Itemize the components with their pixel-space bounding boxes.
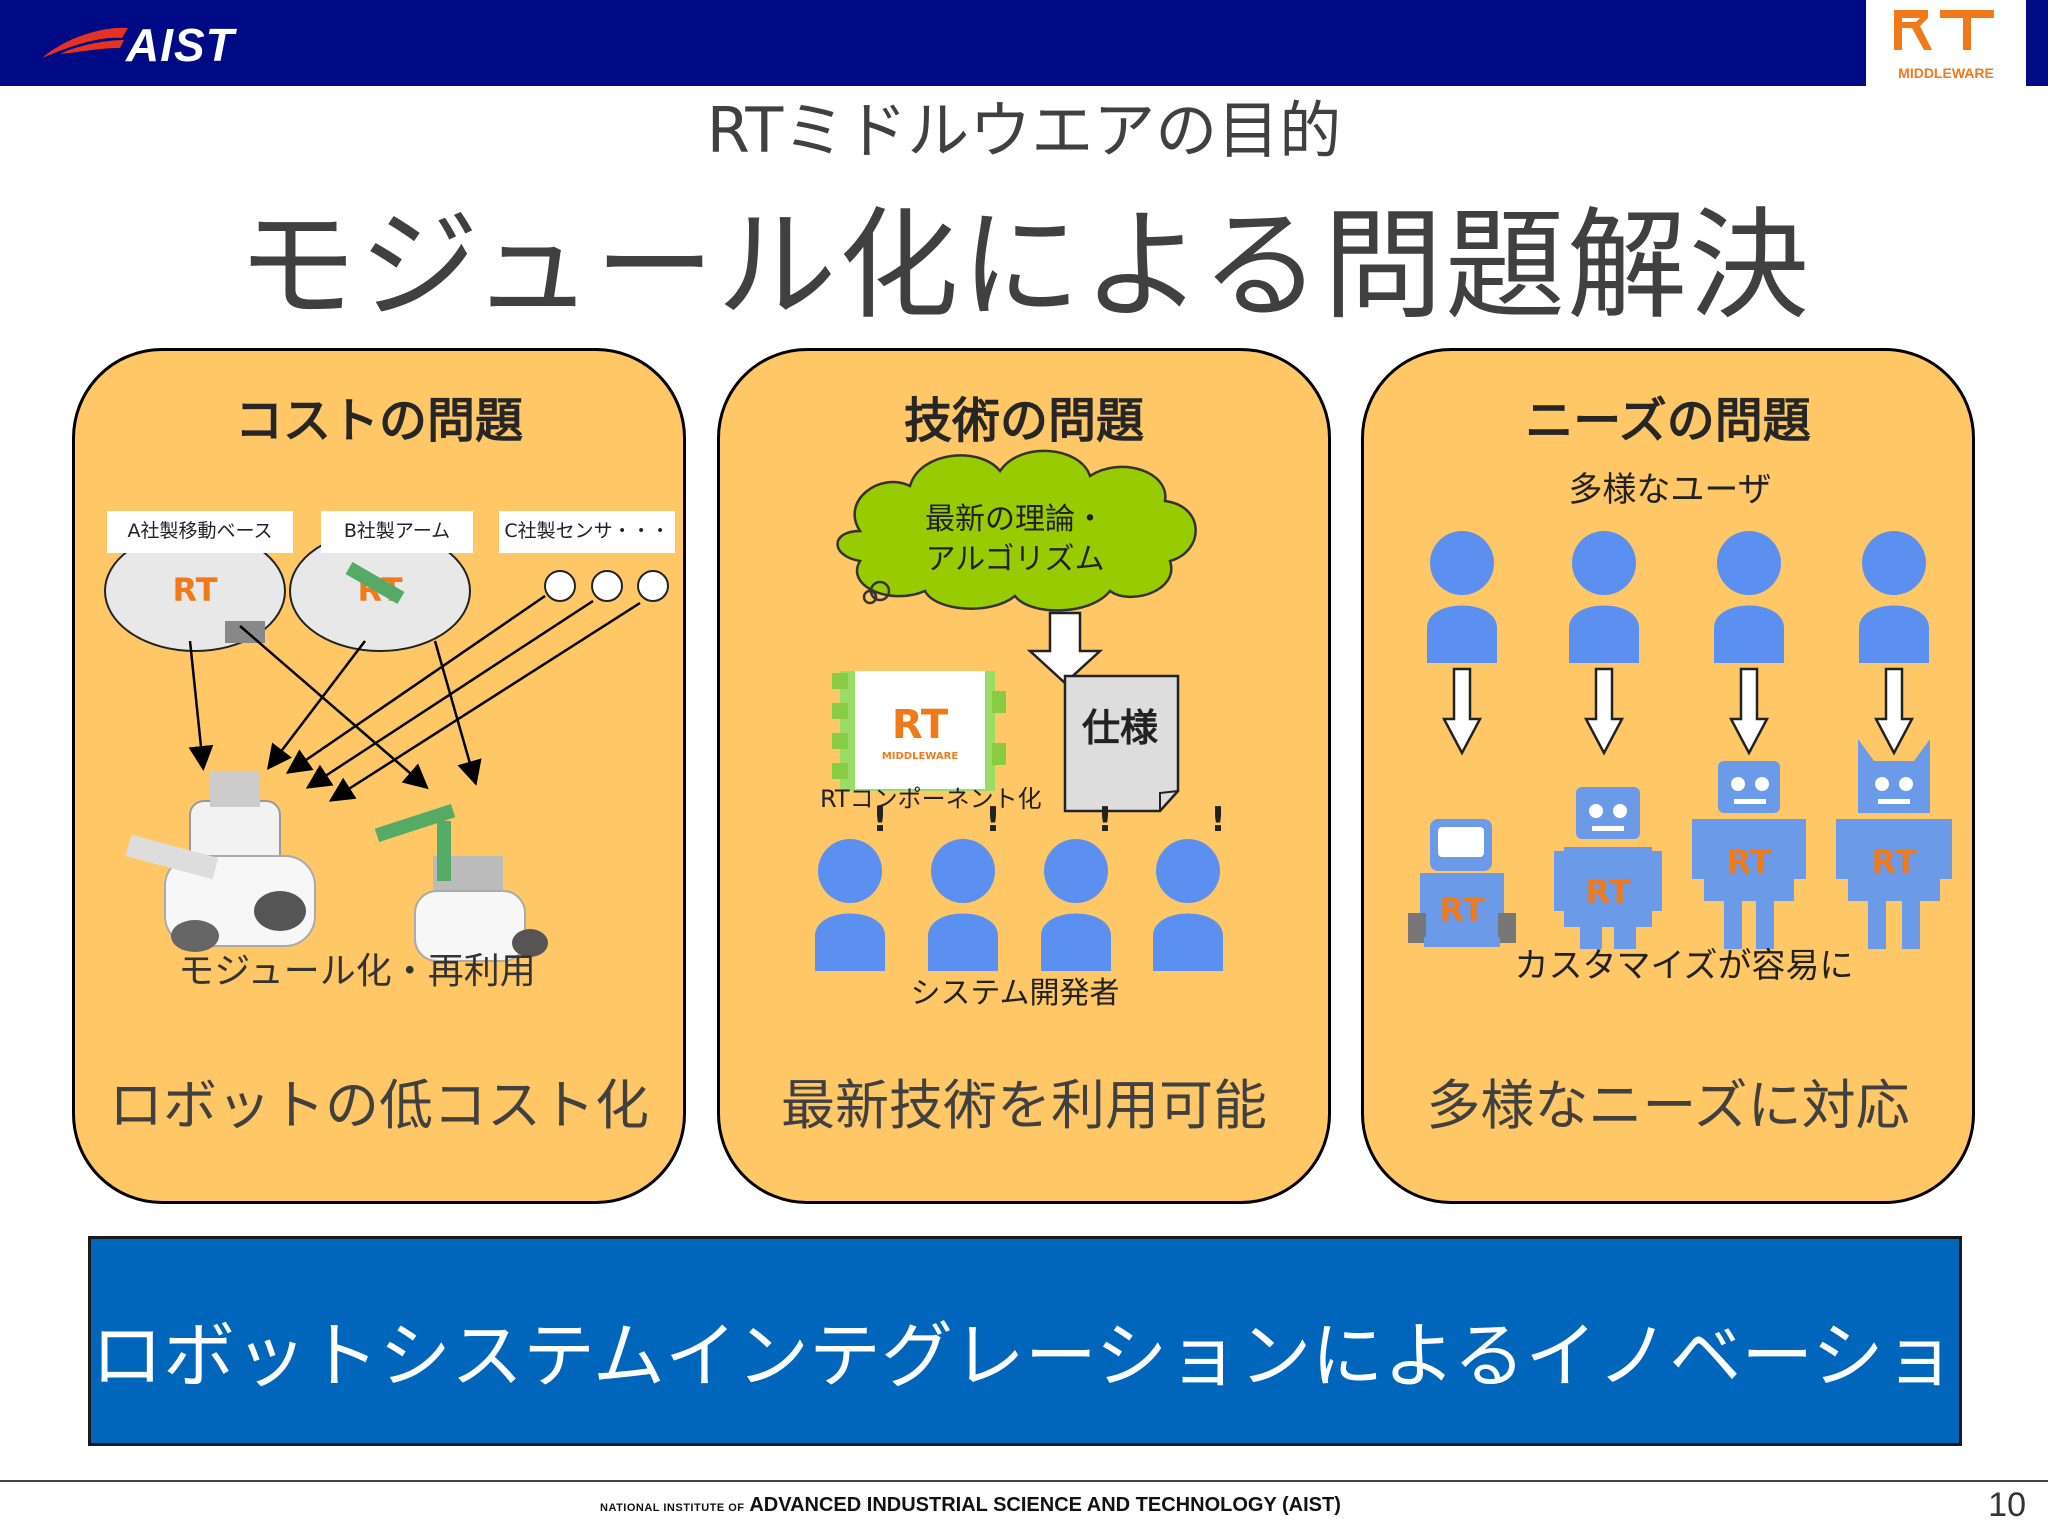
custom-robot-4: RT	[1836, 739, 1952, 949]
cloud-shape	[836, 449, 1197, 612]
panel-title: ニーズの問題	[1525, 393, 1811, 449]
arm-segment	[345, 561, 405, 605]
component-label: RTコンポーネント化	[820, 785, 1042, 813]
users-label: 多様なユーザ	[1568, 470, 1771, 510]
panel-needs: ニーズの問題 多様なユーザ RT	[1361, 348, 1975, 1204]
arrow	[433, 640, 482, 786]
arrow	[188, 640, 214, 771]
panel-technology: 技術の問題 最新の理論・ アルゴリズム RT MIDDLEWARE 仕様 RTコ…	[717, 348, 1331, 1204]
cost-diagram: RT RT モジュー	[104, 530, 669, 992]
rt-mark: RT	[172, 571, 217, 609]
panel-caption: システム開発者	[910, 976, 1119, 1011]
arrow	[305, 599, 594, 789]
banner-text: ロボットシステムインテグレーションによるイノベーション	[91, 1314, 2028, 1398]
technology-diagram: 最新の理論・ アルゴリズム RT MIDDLEWARE 仕様 RTコンポーネント…	[815, 449, 1226, 1011]
panel-bottom-text: 多様なニーズに対応	[1426, 1074, 1910, 1137]
exclaim-mark: !	[872, 800, 888, 840]
rt-mark: RT	[892, 702, 949, 748]
panel-caption: カスタマイズが容易に	[1515, 946, 1854, 986]
sensor-circle	[637, 570, 669, 602]
down-arrow	[1026, 611, 1104, 685]
assembled-robot-1	[125, 771, 316, 952]
module-label-a: A社製移動ベース	[107, 511, 293, 553]
spec-sheet	[1063, 674, 1180, 813]
rt-logo-subtext: MIDDLEWARE	[1898, 65, 1994, 81]
svg-text:RT: RT	[1726, 843, 1771, 881]
footer-institute: ADVANCED INDUSTRIAL SCIENCE AND TECHNOLO…	[749, 1494, 1341, 1516]
assembled-robot-2	[374, 803, 548, 962]
page-title: モジュール化による問題解決	[237, 197, 1811, 336]
header-bar: AIST MIDDLEWARE	[0, 0, 2048, 86]
custom-robot-2: RT	[1554, 787, 1662, 949]
base-wheel	[225, 621, 265, 643]
exclaim-mark: !	[1097, 800, 1113, 840]
svg-text:RT: RT	[1585, 873, 1630, 911]
panel-caption: モジュール化・再利用	[178, 951, 535, 992]
svg-text:RT: RT	[1871, 843, 1916, 881]
user-icons	[1427, 531, 1929, 663]
panel-cost: コストの問題 RT RT	[72, 348, 686, 1204]
exclaim-mark: !	[1210, 800, 1226, 840]
arrow	[266, 640, 366, 770]
module-label-c: C社製センサ・・・	[499, 511, 675, 553]
needs-diagram: 多様なユーザ RT	[1408, 470, 1952, 986]
svg-text:RT: RT	[1439, 891, 1484, 929]
panel-title: 技術の問題	[903, 393, 1144, 449]
rt-middleware-logo: MIDDLEWARE	[1866, 0, 2026, 86]
cloud-text-line2: アルゴリズム	[925, 542, 1104, 577]
developer-icons	[815, 839, 1223, 971]
custom-robot-3: RT	[1692, 761, 1806, 949]
rt-logo-icon: MIDDLEWARE	[1894, 10, 1994, 81]
down-arrows	[1441, 667, 1915, 756]
footer-text: NATIONAL INSTITUTE OF ADVANCED INDUSTRIA…	[600, 1494, 1341, 1517]
cloud-tail	[862, 589, 878, 605]
rt-mark-sub: MIDDLEWARE	[882, 751, 958, 762]
subtitle: RTミドルウエアの目的	[706, 94, 1342, 167]
custom-robot-1: RT	[1408, 819, 1516, 947]
arrow	[285, 594, 546, 774]
exclaim-mark: !	[985, 800, 1001, 840]
aist-logo-icon	[42, 27, 128, 58]
sensor-circle	[591, 570, 623, 602]
sensor-circle	[544, 570, 576, 602]
module-label-b: B社製アーム	[321, 511, 473, 553]
panel-bottom-text: 最新技術を利用可能	[781, 1074, 1267, 1137]
footer-prefix: NATIONAL INSTITUTE OF	[600, 1502, 745, 1514]
page-number: 10	[1988, 1486, 2026, 1524]
panel-bottom-text: ロボットの低コスト化	[109, 1074, 649, 1137]
cloud-text-line1: 最新の理論・	[925, 502, 1105, 537]
arrow	[328, 601, 641, 802]
component-box	[855, 671, 985, 789]
innovation-banner: ロボットシステムインテグレーションによるイノベーション	[88, 1236, 2028, 1446]
panel-title: コストの問題	[234, 393, 523, 449]
spec-text: 仕様	[1082, 706, 1159, 750]
aist-logo-text: AIST	[126, 19, 235, 71]
footer-divider	[0, 1480, 2048, 1482]
